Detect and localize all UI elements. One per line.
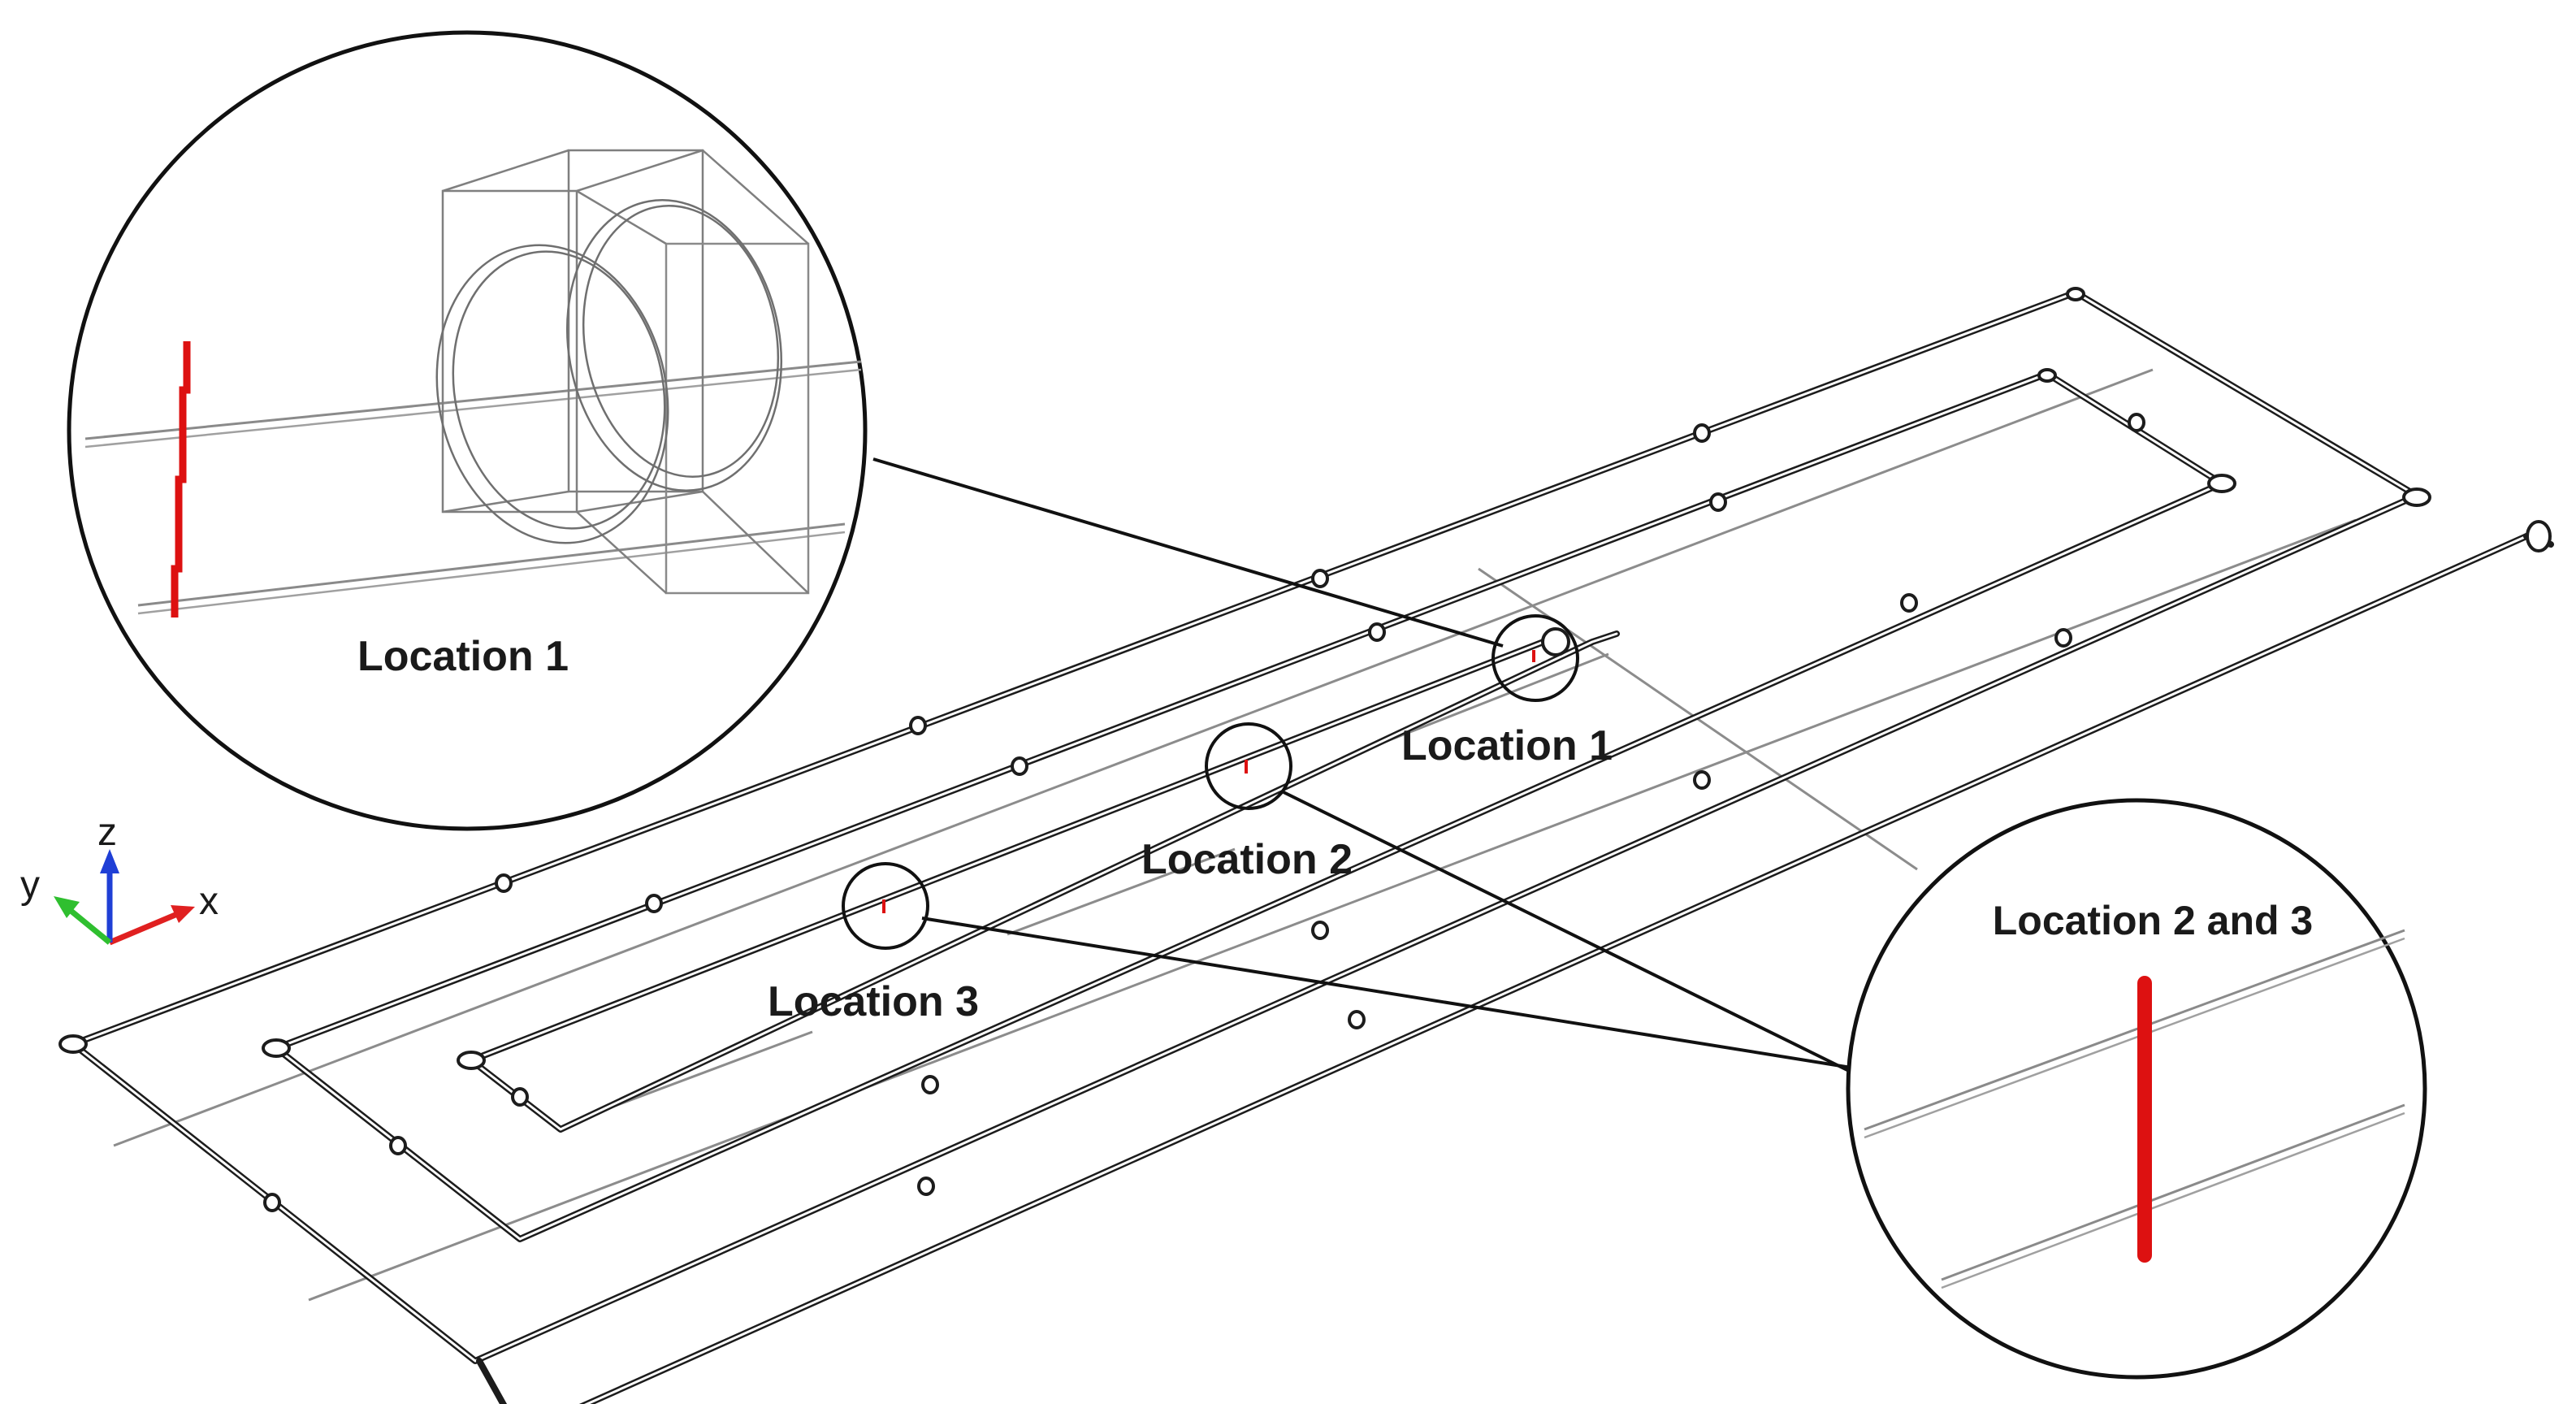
pipe-joints bbox=[58, 287, 2552, 1212]
zoom-inset-location-2-and-3: Location 2 and 3 bbox=[1846, 798, 2427, 1380]
location-2-marker bbox=[1205, 722, 1292, 810]
axis-triad: x y z bbox=[20, 811, 219, 946]
pipe-network bbox=[58, 287, 2554, 1404]
inset1-coupling-box bbox=[441, 149, 810, 595]
axis-y-label: y bbox=[20, 864, 40, 907]
location-2-label: Location 2 bbox=[1141, 836, 1353, 883]
location-1-label: Location 1 bbox=[1401, 722, 1613, 769]
axis-z-label: z bbox=[97, 811, 117, 854]
axis-x-label: x bbox=[199, 880, 219, 923]
zoom-inset-location-1: Location 1 bbox=[67, 30, 868, 831]
inset1-caption: Location 1 bbox=[357, 633, 569, 680]
inset1-sensor bbox=[171, 341, 191, 618]
location-3-label: Location 3 bbox=[768, 978, 979, 1025]
inset23-caption: Location 2 and 3 bbox=[1993, 898, 2314, 943]
inset1-wires bbox=[84, 360, 862, 615]
inset1-coupling-rings bbox=[435, 199, 783, 544]
leader-lines bbox=[872, 457, 1857, 1074]
location-3-marker bbox=[842, 862, 929, 950]
inset23-wires bbox=[1864, 929, 2405, 1289]
location-1-marker bbox=[1491, 614, 1579, 702]
